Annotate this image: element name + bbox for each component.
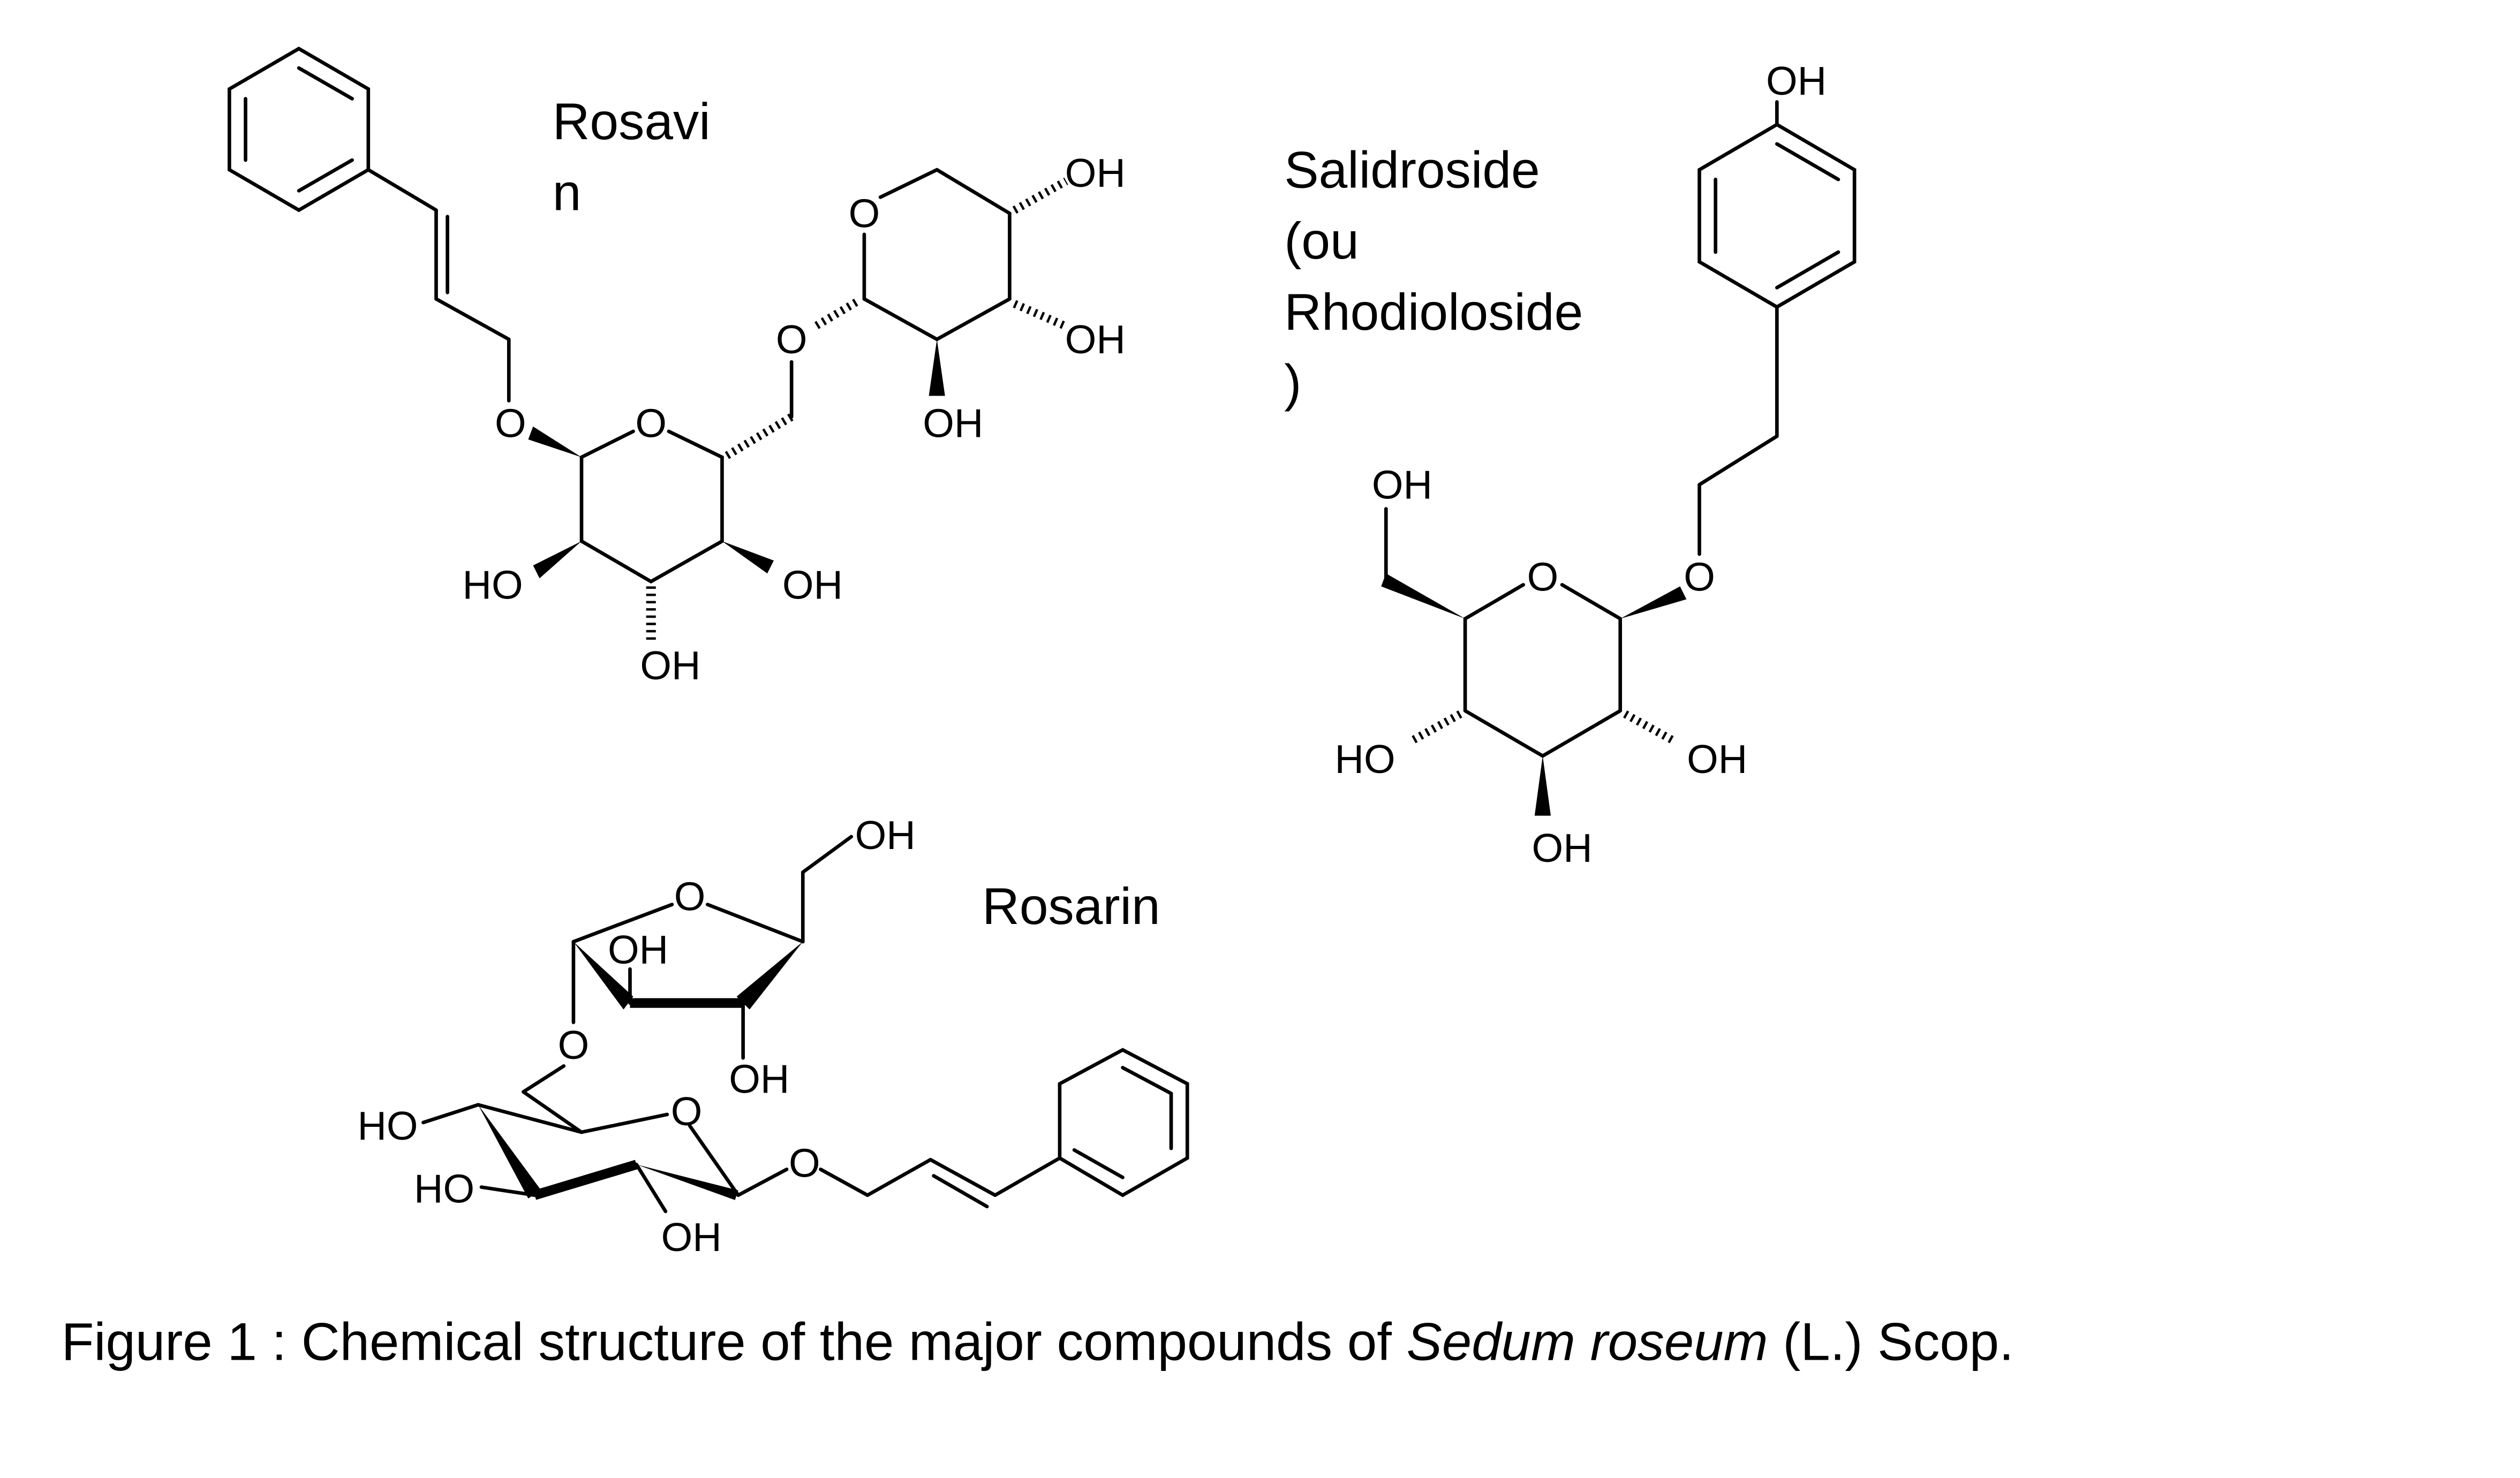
atom-label: OH <box>729 1057 789 1102</box>
compound-name-rosavin-cont: n <box>553 164 582 222</box>
atom-label: O <box>558 1022 590 1067</box>
atom-label: OH <box>1766 58 1827 103</box>
atom-label: O <box>849 191 880 236</box>
compound-name-salidroside: Rhodioloside <box>1284 284 1583 341</box>
atom-label: OH <box>782 562 843 607</box>
atom-label: OH <box>923 401 983 446</box>
atom-label: O <box>495 401 526 446</box>
atom-label: OH <box>1372 462 1432 507</box>
atom-label: OH <box>608 927 668 972</box>
atom-label: O <box>789 1140 820 1185</box>
atom-label: OH <box>855 813 916 858</box>
atom-label: O <box>671 1089 703 1134</box>
compound-name-salidroside: (ou <box>1284 213 1359 270</box>
caption-suffix: (L.) Scop. <box>1768 1312 2014 1371</box>
atom-label: O <box>674 874 706 919</box>
atom-label: OH <box>1065 150 1126 195</box>
atom-label: OH <box>1687 737 1747 782</box>
atom-label: OH <box>640 643 700 688</box>
figure-caption: Figure 1 : Chemical structure of the maj… <box>62 1312 2014 1371</box>
caption-prefix: Figure 1 : Chemical structure of the maj… <box>62 1312 1407 1371</box>
atom-label: HO <box>414 1166 474 1211</box>
compound-name-rosavin: Rosavi <box>553 93 711 150</box>
atom-label: OH <box>1532 825 1593 870</box>
atom-label: HO <box>1335 737 1395 782</box>
compound-name-rosarin: Rosarin <box>982 878 1160 935</box>
salidroside-structure: OH O O OH HO OH OH Salidroside (ou Rhodi… <box>1284 58 1857 870</box>
atom-label: OH <box>1065 317 1126 362</box>
atom-label: O <box>635 401 667 446</box>
atom-label: O <box>1527 554 1559 599</box>
rosavin-structure: O O HO OH OH O O OH OH OH Rosavi n <box>228 47 1126 688</box>
atom-label: O <box>1684 554 1715 599</box>
atom-label: HO <box>357 1103 418 1148</box>
compound-name-salidroside: ) <box>1284 355 1301 412</box>
rosarin-structure: OH O OH OH O O HO HO OH O Rosarin <box>357 813 1189 1260</box>
atom-label: HO <box>463 562 523 607</box>
atom-label: O <box>776 317 808 362</box>
atom-label: OH <box>661 1215 722 1260</box>
compound-name-salidroside: Salidroside <box>1284 141 1540 199</box>
caption-species: Sedum roseum <box>1407 1312 1768 1371</box>
